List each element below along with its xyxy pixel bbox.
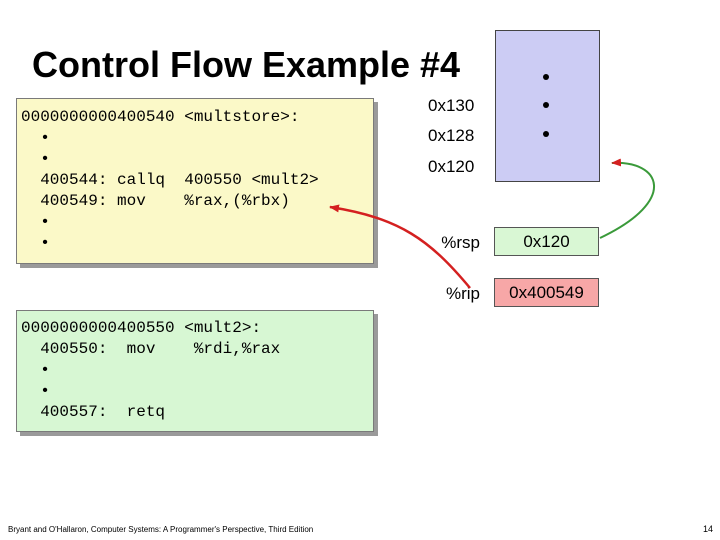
stack-ellipsis-dot (543, 131, 549, 137)
stack-address-0x130: 0x130 (428, 96, 475, 115)
stack-ellipsis-dot (543, 102, 549, 108)
stack-ellipsis-dot (543, 74, 549, 80)
mult2-code-box: 0000000000400550 <mult2>: 400550: mov %r… (16, 310, 374, 432)
page-number: 14 (703, 524, 714, 534)
rsp-label: %rsp (441, 233, 480, 252)
rip-to-code-arrow (329, 204, 471, 289)
rip-label: %rip (445, 284, 480, 303)
slide-footer: Bryant and O'Hallaron, Computer Systems:… (8, 525, 314, 534)
stack-address-0x128: 0x128 (428, 126, 475, 145)
rsp-to-stack-arrow (599, 158, 655, 239)
rsp-value: 0x120 (494, 227, 599, 256)
mult2-code: 0000000000400550 <mult2>: 400550: mov %r… (21, 319, 281, 421)
multstore-code-box: 0000000000400540 <multstore>: • • 400544… (16, 98, 374, 264)
rip-value: 0x400549 (494, 278, 599, 307)
multstore-code: 0000000000400540 <multstore>: • • 400544… (21, 108, 319, 252)
slide-title: Control Flow Example #4 (32, 44, 461, 85)
stack-address-0x120: 0x120 (428, 157, 475, 176)
